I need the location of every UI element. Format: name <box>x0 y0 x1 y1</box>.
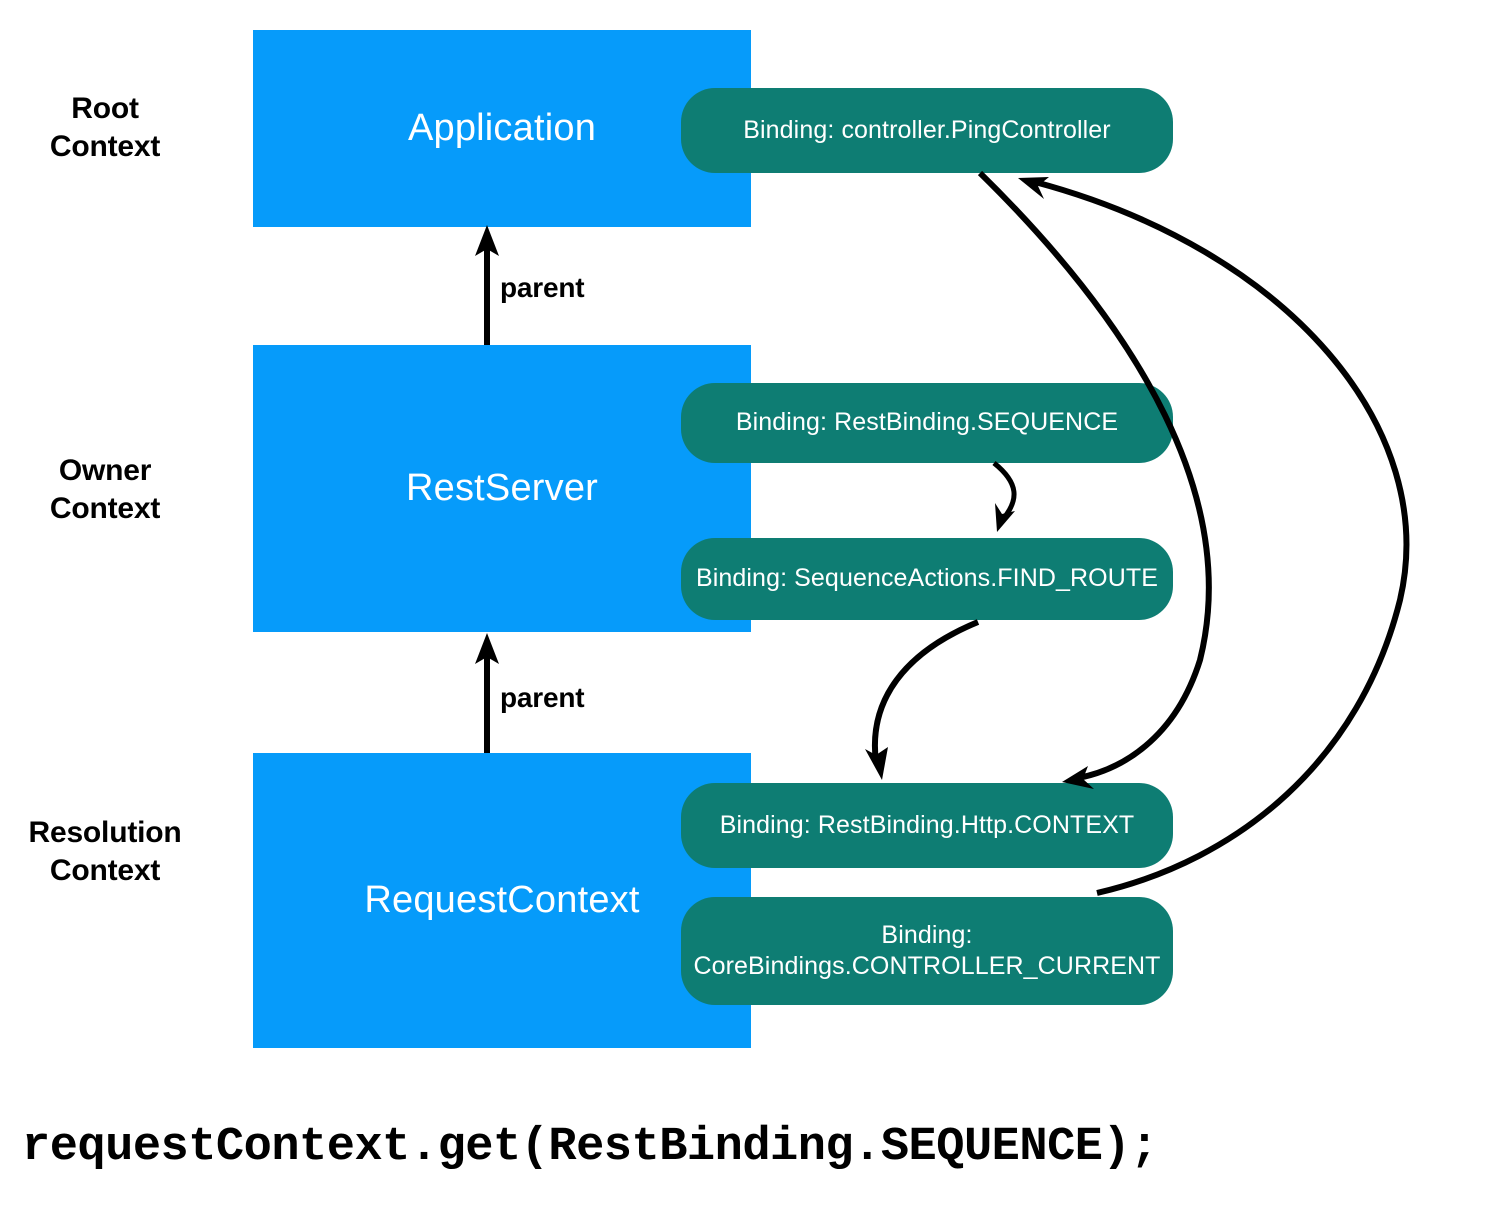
arrow-find-route-to-http-context <box>865 619 980 780</box>
binding-pill-sequenceactions-find-route[interactable]: Binding: SequenceActions.FIND_ROUTE <box>681 538 1173 620</box>
edge-label-parent-upper: parent <box>500 272 585 303</box>
context-box-requestcontext-title: RequestContext <box>364 879 640 921</box>
context-box-restserver-title: RestServer <box>405 467 599 509</box>
context-box-requestcontext[interactable]: RequestContext <box>253 753 751 1048</box>
binding-pill-corebindings-controller-current[interactable]: Binding: CoreBindings.CONTROLLER_CURRENT <box>681 897 1173 1005</box>
edge-label-parent-lower: parent <box>500 682 585 713</box>
binding-pill-restbinding-http-context-label: Binding: RestBinding.Http.CONTEXT <box>719 810 1135 839</box>
binding-pill-controller-pingcontroller[interactable]: Binding: controller.PingController <box>681 88 1173 173</box>
binding-pill-restbinding-sequence-label: Binding: RestBinding.SEQUENCE <box>735 408 1119 437</box>
context-box-application-title: Application <box>407 107 597 149</box>
tier-label-root-context: Root Context <box>49 92 161 164</box>
binding-pill-restbinding-http-context[interactable]: Binding: RestBinding.Http.CONTEXT <box>681 783 1173 868</box>
binding-pill-corebindings-controller-current-label: Binding: CoreBindings.CONTROLLER_CURRENT <box>693 920 1161 980</box>
context-box-application[interactable]: Application <box>253 30 751 227</box>
arrow-pingcontroller-to-http-context <box>977 170 1212 789</box>
binding-pill-sequenceactions-find-route-label: Binding: SequenceActions.FIND_ROUTE <box>695 564 1159 593</box>
arrow-parent-requestcontext-to-restserver <box>475 633 499 753</box>
binding-pill-restbinding-sequence[interactable]: Binding: RestBinding.SEQUENCE <box>681 383 1173 463</box>
arrow-sequence-to-find-route <box>992 461 1017 532</box>
arrow-parent-restserver-to-application <box>475 225 499 345</box>
binding-pill-controller-pingcontroller-label: Binding: controller.PingController <box>743 115 1111 144</box>
code-caption: requestContext.get(RestBinding.SEQUENCE)… <box>22 1121 1158 1174</box>
context-box-restserver[interactable]: RestServer <box>253 345 751 632</box>
tier-label-resolution-context: Resolution Context <box>28 816 182 888</box>
tier-label-owner-context: Owner Context <box>49 454 161 526</box>
